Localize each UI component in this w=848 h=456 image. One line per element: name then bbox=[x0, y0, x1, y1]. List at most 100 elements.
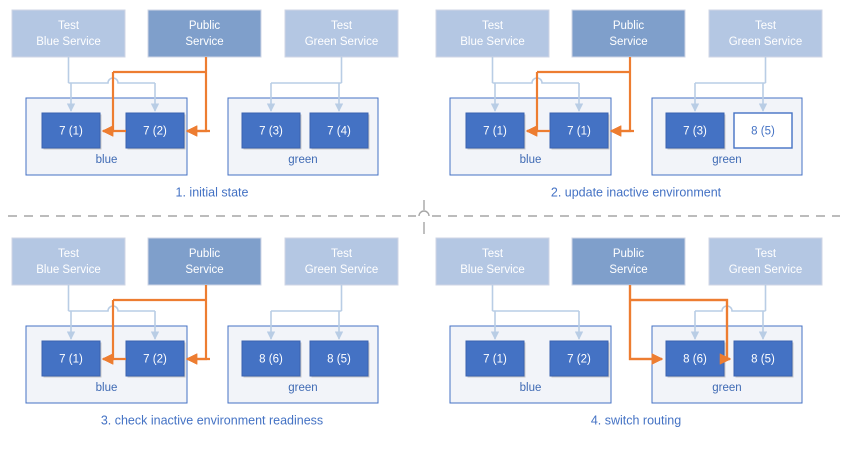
panel-1-green-instance-1-label: 7 (3) bbox=[259, 126, 283, 138]
panel-3-blue-instance-1-rect bbox=[41, 340, 101, 377]
panel-1-green-instance-1[interactable]: 7 (3) bbox=[241, 112, 302, 150]
panel-1-test-blue-feed-bus bbox=[68, 77, 155, 84]
panel-3-caption: 3. check inactive environment readiness bbox=[101, 413, 323, 427]
panel-3-public-route-to-inst-2 bbox=[185, 300, 208, 365]
panel-4-blue-instance-2-rect bbox=[549, 340, 609, 377]
panel-1-public-service-line-1: Public bbox=[189, 20, 221, 32]
panel-3-public-service-rect bbox=[147, 237, 262, 286]
panel-4-caption: 4. switch routing bbox=[591, 413, 681, 427]
panel-1-green-instance-1-rect bbox=[241, 112, 301, 149]
panel-3-green-instance-2[interactable]: 8 (5) bbox=[309, 340, 370, 378]
panel-4-green-instance-1-label: 8 (6) bbox=[683, 354, 707, 366]
panel-4-green-instance-2-label: 8 (5) bbox=[751, 354, 775, 366]
panel-2-test-blue-service-line-1: Test bbox=[482, 20, 504, 32]
panel-4-test-blue-feed bbox=[490, 285, 584, 340]
panel-4-test-green-service-line-1: Test bbox=[755, 248, 777, 260]
panel-2-test-blue-service-line-2: Blue Service bbox=[460, 36, 525, 48]
panel-4-env-blue-label: blue bbox=[520, 382, 542, 394]
panel-3-test-blue-service-line-1: Test bbox=[58, 248, 80, 260]
panel-1-blue-instance-1-rect bbox=[41, 112, 101, 149]
panel-4-blue-instance-2[interactable]: 7 (2) bbox=[549, 340, 610, 378]
panel-4-public-service-rect bbox=[571, 237, 686, 286]
panel-3-env-green-label: green bbox=[288, 382, 317, 394]
panel-2-blue-instance-2[interactable]: 7 (1) bbox=[549, 112, 610, 150]
panel-3-public-service-line-2: Service bbox=[185, 264, 223, 276]
panel-3-green-instance-1[interactable]: 8 (6) bbox=[241, 340, 302, 378]
panel-3-test-green-service-line-1: Test bbox=[331, 248, 353, 260]
panel-2-blue-instance-1-rect bbox=[465, 112, 525, 149]
panel-1-env-green-label: green bbox=[288, 154, 317, 166]
panel-4-green-instance-1[interactable]: 8 (6) bbox=[665, 340, 726, 378]
panel-4-blue-instance-1[interactable]: 7 (1) bbox=[465, 340, 526, 378]
panel-2-green-instance-1[interactable]: 7 (3) bbox=[665, 112, 726, 150]
panel-2-green-instance-1-label: 7 (3) bbox=[683, 126, 707, 138]
panel-2-public-service-line-2: Service bbox=[609, 36, 647, 48]
panel-2-green-instance-1-rect bbox=[665, 112, 725, 149]
panel-1-green-instance-2[interactable]: 7 (4) bbox=[309, 112, 370, 150]
panel-3-blue-instance-2-rect bbox=[125, 340, 185, 377]
panel-4-green-instance-1-rect bbox=[665, 340, 725, 377]
panel-2-public-service-rect bbox=[571, 9, 686, 58]
panel-2-blue-instance-2-rect bbox=[549, 112, 609, 149]
panel-2-green-instance-2-label: 8 (5) bbox=[751, 126, 775, 138]
panel-3-blue-instance-1[interactable]: 7 (1) bbox=[41, 340, 102, 378]
panel-3-blue-instance-1-label: 7 (1) bbox=[59, 354, 83, 366]
panel-1-test-blue-service-line-2: Blue Service bbox=[36, 36, 101, 48]
panel-4-blue-instance-1-label: 7 (1) bbox=[483, 354, 507, 366]
panel-2-green-instance-2[interactable]: 8 (5) bbox=[733, 112, 793, 149]
panel-3-test-blue-service-line-2: Blue Service bbox=[36, 264, 101, 276]
panel-4-env-green-label: green bbox=[712, 382, 741, 394]
panel-2-public-route-to-inst-2 bbox=[609, 72, 632, 137]
panel-4-blue-instance-1-rect bbox=[465, 340, 525, 377]
panel-2-blue-instance-1[interactable]: 7 (1) bbox=[465, 112, 526, 150]
panel-1-blue-instance-2-label: 7 (2) bbox=[143, 126, 167, 138]
panel-4-public-route-overlay-to-inst-2 bbox=[630, 298, 732, 365]
panel-1-test-green-feed bbox=[266, 57, 344, 112]
panel-1-blue-instance-1-label: 7 (1) bbox=[59, 126, 83, 138]
panel-4-public-service-line-1: Public bbox=[613, 248, 645, 260]
panel-3-env-blue-label: blue bbox=[96, 382, 118, 394]
panel-1-public-route-to-inst-2 bbox=[185, 72, 208, 137]
panel-4-test-blue-service-rect bbox=[435, 237, 550, 286]
panel-3-public-service-line-1: Public bbox=[189, 248, 221, 260]
panel-4-test-blue-service-line-1: Test bbox=[482, 248, 504, 260]
panel-4-green-instance-2[interactable]: 8 (5) bbox=[733, 340, 794, 378]
panel-4-test-green-service-line-2: Green Service bbox=[729, 264, 803, 276]
panel-1-test-green-service-line-1: Test bbox=[331, 20, 353, 32]
panel-3-test-green-feed bbox=[266, 285, 344, 340]
panel-3-test-blue-feed-bus bbox=[68, 305, 155, 312]
panel-2-blue-instance-2-label: 7 (1) bbox=[567, 126, 591, 138]
panel-2-blue-instance-1-label: 7 (1) bbox=[483, 126, 507, 138]
panel-4-blue-instance-2-label: 7 (2) bbox=[567, 354, 591, 366]
panel-1-test-green-service-line-2: Green Service bbox=[305, 36, 379, 48]
panel-3-blue-instance-2[interactable]: 7 (2) bbox=[125, 340, 186, 378]
panel-1-blue-instance-1[interactable]: 7 (1) bbox=[41, 112, 102, 150]
panel-1-caption: 1. initial state bbox=[176, 185, 249, 199]
panel-2-env-blue-label: blue bbox=[520, 154, 542, 166]
panel-4-public-service-line-2: Service bbox=[609, 264, 647, 276]
panel-1-env-blue-label: blue bbox=[96, 154, 118, 166]
panel-1-public-service-rect bbox=[147, 9, 262, 58]
panel-1-blue-instance-2[interactable]: 7 (2) bbox=[125, 112, 186, 150]
panel-2-test-green-feed bbox=[690, 57, 768, 112]
panel-3-green-instance-2-rect bbox=[309, 340, 369, 377]
panel-4-test-green-feed-bus bbox=[695, 305, 766, 312]
panel-3-green-instance-2-label: 8 (5) bbox=[327, 354, 351, 366]
panel-4-test-green-service-rect bbox=[708, 237, 823, 286]
